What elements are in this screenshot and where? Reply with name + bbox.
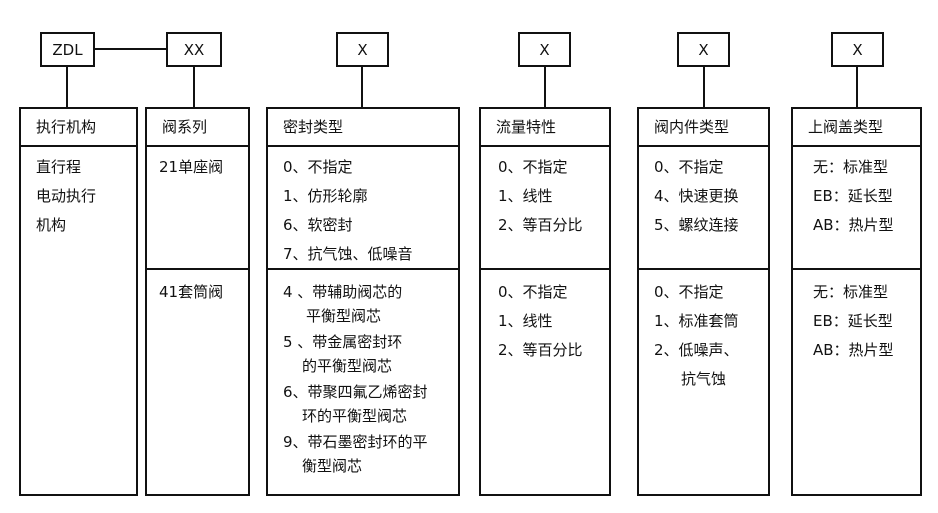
cell-line: 6、带聚四氟乙烯密封: [283, 383, 428, 401]
column-title: 密封类型: [268, 109, 458, 147]
code-box-bonnet: X: [831, 32, 884, 67]
column-trim-type: 阀内件类型 0、不指定 4、快速更换 5、螺纹连接 0、不指定 1、标准套筒 2…: [637, 107, 770, 496]
cell-series-top: 21单座阀: [147, 147, 248, 268]
cell-line: 衡型阀芯: [302, 457, 363, 475]
cell-line: 无：标准型: [813, 158, 889, 176]
cell-line: 41套筒阀: [159, 283, 224, 301]
cell-line: 0、不指定: [654, 158, 724, 176]
cell-line: 21单座阀: [159, 158, 224, 176]
column-title: 上阀盖类型: [793, 109, 920, 147]
cell-series-bottom: 41套筒阀: [147, 268, 248, 494]
code-box-zdl: ZDL: [40, 32, 95, 67]
code-label: X: [357, 40, 368, 59]
column-actuator: 执行机构 直行程 电动执行 机构: [19, 107, 138, 496]
cell-line: 1、仿形轮廓: [283, 187, 368, 205]
cell-seal-top: 0、不指定 1、仿形轮廓 6、软密封 7、抗气蚀、低噪音: [268, 147, 458, 268]
cell-trim-bottom: 0、不指定 1、标准套筒 2、低噪声、 抗气蚀: [639, 268, 768, 494]
cell-line: 0、不指定: [283, 158, 353, 176]
cell-line: EB：延长型: [813, 187, 893, 205]
cell-line: 2、低噪声、: [654, 341, 739, 359]
column-title: 阀内件类型: [639, 109, 768, 147]
cell-line: 1、线性: [498, 187, 553, 205]
code-label: ZDL: [52, 40, 83, 59]
cell-line: 4、快速更换: [654, 187, 739, 205]
cell-line: 2、等百分比: [498, 216, 583, 234]
cell-line: AB：热片型: [813, 216, 894, 234]
cell-bonnet-bottom: 无：标准型 EB：延长型 AB：热片型: [793, 268, 920, 494]
cell-seal-bottom: 4 、带辅助阀芯的 平衡型阀芯 5 、带金属密封环 的平衡型阀芯 6、带聚四氟乙…: [268, 268, 458, 494]
cell-line: 5、螺纹连接: [654, 216, 739, 234]
code-label: X: [852, 40, 863, 59]
cell-line: 环的平衡型阀芯: [302, 407, 408, 425]
code-box-trim: X: [677, 32, 730, 67]
cell-line: 平衡型阀芯: [306, 307, 382, 325]
cell-line: 1、线性: [498, 312, 553, 330]
cell-line: 0、不指定: [498, 283, 568, 301]
column-flow-characteristic: 流量特性 0、不指定 1、线性 2、等百分比 0、不指定 1、线性 2、等百分比: [479, 107, 611, 496]
code-label: X: [698, 40, 709, 59]
cell-line: 0、不指定: [498, 158, 568, 176]
cell-line: 机构: [36, 216, 67, 234]
cell-line: 的平衡型阀芯: [302, 357, 393, 375]
code-box-flow: X: [518, 32, 571, 67]
cell-line: 1、标准套筒: [654, 312, 739, 330]
cell-flow-top: 0、不指定 1、线性 2、等百分比: [481, 147, 609, 268]
cell-line: 6、软密封: [283, 216, 353, 234]
cell-line: 抗气蚀: [681, 370, 727, 388]
cell-actuator: 直行程 电动执行 机构: [21, 147, 136, 494]
code-label: XX: [183, 40, 205, 59]
cell-line: 2、等百分比: [498, 341, 583, 359]
cell-line: 电动执行: [36, 187, 97, 205]
cell-line: 9、带石墨密封环的平: [283, 433, 428, 451]
cell-line: EB：延长型: [813, 312, 893, 330]
cell-flow-bottom: 0、不指定 1、线性 2、等百分比: [481, 268, 609, 494]
cell-line: 无：标准型: [813, 283, 889, 301]
cell-line: 0、不指定: [654, 283, 724, 301]
column-title: 流量特性: [481, 109, 609, 147]
cell-bonnet-top: 无：标准型 EB：延长型 AB：热片型: [793, 147, 920, 268]
cell-line: 5 、带金属密封环: [283, 333, 403, 351]
cell-line: 7、抗气蚀、低噪音: [283, 245, 413, 263]
cell-line: 直行程: [36, 158, 82, 176]
column-title: 阀系列: [147, 109, 248, 147]
code-label: X: [539, 40, 550, 59]
code-box-series: XX: [166, 32, 222, 67]
column-valve-series: 阀系列 21单座阀 41套筒阀: [145, 107, 250, 496]
cell-line: 4 、带辅助阀芯的: [283, 283, 403, 301]
cell-trim-top: 0、不指定 4、快速更换 5、螺纹连接: [639, 147, 768, 268]
column-bonnet-type: 上阀盖类型 无：标准型 EB：延长型 AB：热片型 无：标准型 EB：延长型 A…: [791, 107, 922, 496]
code-box-seal: X: [336, 32, 389, 67]
column-seal-type: 密封类型 0、不指定 1、仿形轮廓 6、软密封 7、抗气蚀、低噪音 4 、带辅助…: [266, 107, 460, 496]
column-title: 执行机构: [21, 109, 136, 147]
cell-line: AB：热片型: [813, 341, 894, 359]
